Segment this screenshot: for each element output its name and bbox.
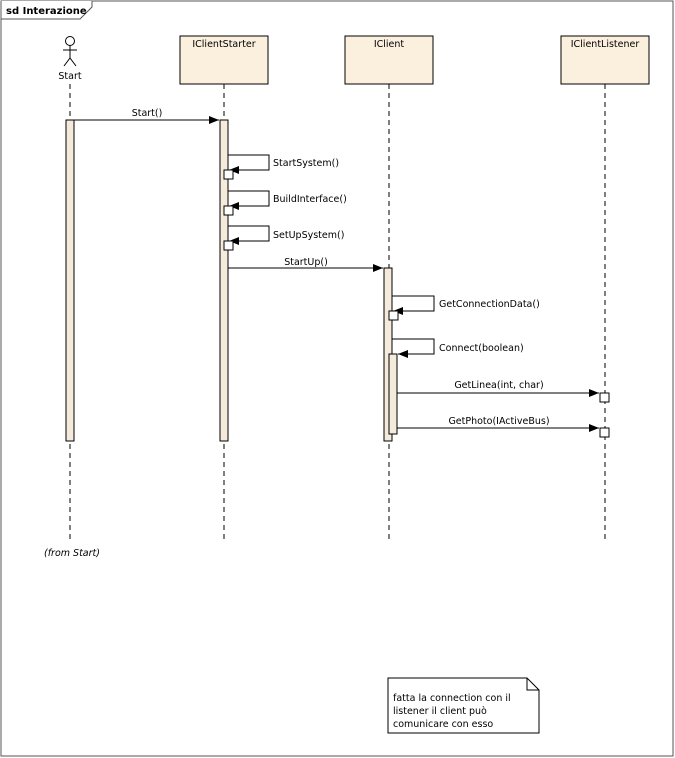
message-start-system[interactable]: StartSystem() — [223, 154, 339, 180]
message-start-up[interactable]: StartUp() — [228, 257, 383, 272]
message-label-build-interface: BuildInterface() — [273, 194, 347, 205]
message-set-up-system[interactable]: SetUpSystem() — [223, 225, 344, 251]
message-get-photo[interactable]: GetPhoto(IActiveBus) — [397, 416, 610, 438]
message-connect[interactable]: Connect(boolean) — [392, 338, 524, 358]
lifeline-box-iclient[interactable]: IClient — [344, 35, 434, 85]
note-line-3: comunicare con esso — [393, 719, 493, 730]
message-label-get-photo: GetPhoto(IActiveBus) — [448, 416, 549, 427]
lifeline-label-iclientstarter: IClientStarter — [192, 39, 255, 50]
lifeline-label-iclientlistener: IClientListener — [571, 39, 640, 50]
activation-start — [65, 119, 75, 442]
message-label-start-up: StartUp() — [284, 257, 328, 268]
message-label-start: Start() — [132, 108, 163, 119]
activation-iclient-connect — [388, 353, 398, 435]
message-label-set-up-system: SetUpSystem() — [273, 230, 344, 241]
actor-start[interactable]: Start — [58, 36, 82, 83]
message-label-connect: Connect(boolean) — [439, 343, 524, 354]
lifeline-box-iclientstarter[interactable]: IClientStarter — [179, 35, 269, 85]
note-line-1: fatta la connection con il — [393, 693, 511, 704]
lifeline-box-iclientlistener[interactable]: IClientListener — [560, 35, 650, 85]
message-label-get-connection-data: GetConnectionData() — [439, 299, 540, 310]
actor-from-label: (from Start) — [44, 548, 100, 559]
note[interactable]: fatta la connection con il listener il c… — [387, 677, 540, 734]
actor-name: Start — [58, 71, 81, 82]
lifeline-label-iclient: IClient — [374, 39, 405, 50]
activation-iclientstarter — [219, 119, 229, 442]
message-start[interactable]: Start() — [74, 108, 219, 124]
message-get-connection-data[interactable]: GetConnectionData() — [388, 295, 540, 321]
message-label-get-linea: GetLinea(int, char) — [454, 380, 543, 391]
message-label-start-system: StartSystem() — [273, 158, 339, 169]
note-line-2: listener il client può — [393, 706, 487, 717]
frame-title: sd Interazione — [6, 6, 87, 17]
frame-tab — [0, 1, 93, 20]
note-icon — [387, 677, 540, 734]
actor-head-icon — [65, 36, 75, 46]
message-get-linea[interactable]: GetLinea(int, char) — [397, 380, 610, 403]
message-build-interface[interactable]: BuildInterface() — [223, 190, 347, 216]
